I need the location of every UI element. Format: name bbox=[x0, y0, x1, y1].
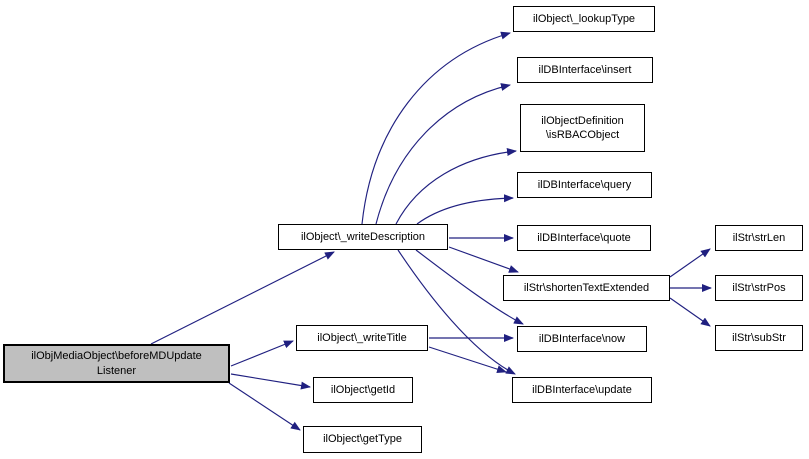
node-label: ilObject\_writeTitle bbox=[317, 331, 407, 344]
edge-shorten-text-extended-to-sub-str bbox=[669, 297, 711, 327]
node-label: ilStr\subStr bbox=[732, 331, 786, 344]
node-label: ilObject\_writeDescription bbox=[300, 230, 426, 243]
node-label: ilStr\shortenTextExtended bbox=[523, 281, 650, 294]
graph-node-is-rbac-object[interactable]: ilObjectDefinition \isRBACObject bbox=[520, 104, 645, 152]
edge-write-description-to-query bbox=[416, 194, 514, 225]
edge-write-description-to-lookup-type bbox=[361, 31, 511, 225]
graph-node-lookup-type[interactable]: ilObject\_lookupType bbox=[513, 6, 655, 32]
edge-write-description-to-now bbox=[415, 249, 524, 325]
node-label: ilDBInterface\update bbox=[532, 383, 632, 396]
node-label: ilObjMediaObject\beforeMDUpdate bbox=[31, 350, 202, 363]
node-label: ilDBInterface\quote bbox=[537, 231, 631, 244]
graph-node-quote[interactable]: ilDBInterface\quote bbox=[517, 225, 651, 251]
edge-shorten-text-extended-to-str-len bbox=[669, 248, 711, 278]
graph-node-update[interactable]: ilDBInterface\update bbox=[512, 377, 652, 403]
node-label: ilDBInterface\insert bbox=[538, 63, 632, 76]
edge-before-mdupdate-listener-to-get-id bbox=[230, 373, 311, 390]
node-label: \isRBACObject bbox=[545, 129, 620, 141]
edge-before-mdupdate-listener-to-write-description bbox=[150, 251, 335, 345]
node-label: ilStr\strLen bbox=[732, 231, 786, 244]
edge-write-description-to-insert bbox=[375, 83, 511, 225]
node-label: ilObjectDefinition bbox=[541, 114, 624, 127]
graph-node-get-id[interactable]: ilObject\getId bbox=[313, 377, 413, 403]
node-label: ilDBInterface\query bbox=[537, 178, 632, 191]
edge-write-description-to-is-rbac-object bbox=[395, 148, 517, 225]
graph-node-str-len[interactable]: ilStr\strLen bbox=[715, 225, 803, 251]
graph-node-shorten-text-extended[interactable]: ilStr\shortenTextExtended bbox=[503, 275, 670, 301]
edge-before-mdupdate-listener-to-get-type bbox=[228, 382, 301, 431]
node-label: ilObject\_lookupType bbox=[532, 12, 636, 25]
edge-group bbox=[150, 31, 712, 431]
graph-node-now[interactable]: ilDBInterface\now bbox=[517, 326, 647, 352]
graph-node-get-type[interactable]: ilObject\getType bbox=[303, 426, 422, 453]
graph-node-write-title[interactable]: ilObject\_writeTitle bbox=[296, 325, 428, 351]
graph-node-sub-str[interactable]: ilStr\subStr bbox=[715, 325, 803, 351]
node-label: ilObject\getType bbox=[323, 433, 402, 446]
edge-write-description-to-shorten-text-extended bbox=[448, 246, 519, 273]
node-label: Listener bbox=[96, 364, 137, 377]
node-label: ilDBInterface\now bbox=[538, 332, 626, 345]
node-label: ilObject\getId bbox=[330, 383, 396, 396]
graph-node-write-description[interactable]: ilObject\_writeDescription bbox=[278, 224, 448, 250]
edge-write-title-to-update bbox=[428, 346, 507, 374]
edge-write-description-to-update bbox=[397, 249, 516, 375]
graph-node-str-pos[interactable]: ilStr\strPos bbox=[715, 275, 803, 301]
graph-node-insert[interactable]: ilDBInterface\insert bbox=[517, 57, 653, 83]
edge-before-mdupdate-listener-to-write-title bbox=[230, 340, 294, 367]
graph-node-query[interactable]: ilDBInterface\query bbox=[517, 172, 652, 198]
node-label: ilStr\strPos bbox=[732, 281, 786, 294]
